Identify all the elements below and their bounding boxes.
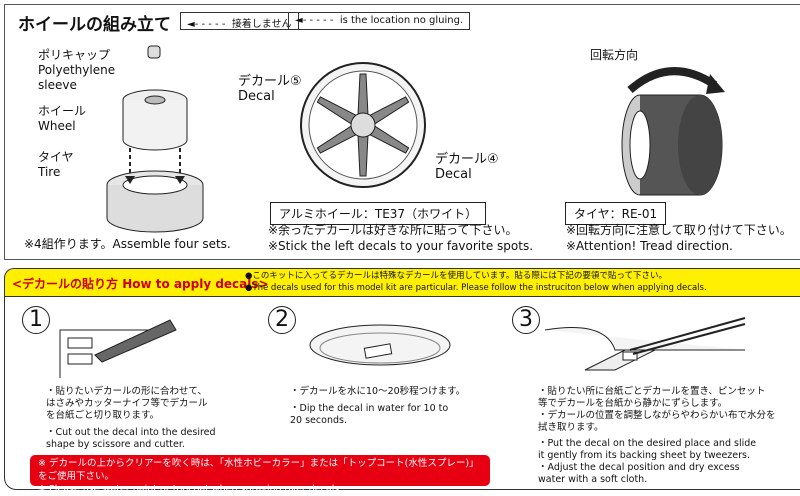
step-1-number: 1 [22,306,50,334]
no-glue-legend-en: ◄- - - - - is the location no gluing. [288,12,471,30]
wheel-assembly-section [4,4,800,260]
step-2-number: 2 [268,306,296,334]
warning-banner: ※ デカールの上からクリアーを吹く時は、「水性ホビーカラー」または「トップコート… [30,455,490,495]
step-1-text: ・貼りたいデカールの形に合わせて、はさみやカッターナイフ等でデカールを台紙ごと切… [46,386,216,450]
decal-steps-section [4,296,800,490]
te37-wheel-illustration [300,62,426,188]
legend-text: 接着しません [231,19,292,30]
dashed-arrow-icon: ◄- - - - - [295,15,334,26]
legend-text: is the location no gluing. [339,15,464,26]
rotation-arrow-icon [706,74,725,94]
wheel-exploded-illustration [106,45,204,233]
step-2-text: ・デカールを水に10～20秒程つけます。・Dip the decal in wa… [290,386,466,426]
no-glue-legend-jp: ◄- - - - - 接着しません [180,12,299,30]
wheel-spec-box: アルミホイール：TE37（ホワイト） [270,202,487,225]
decal-section-header [4,268,800,297]
tire-illustration [621,67,725,196]
rotation-label: 回転方向 [590,48,639,62]
wheel-note: ※余ったデカールは好きな所に貼って下さい。※Stick the left dec… [268,223,534,253]
assemble-note: ※4組作ります。Assemble four sets. [24,237,231,251]
section-title: ホイールの組み立て [18,15,171,35]
applying-decal-illustration [545,317,746,371]
cutting-decal-illustration [59,319,177,378]
dashed-arrow-icon: ◄- - - - - [187,19,226,30]
decal-section-note: ●このキットに入ってるデカールは特殊なデカールを使用しています。貼る際には下記の… [245,271,707,293]
tire-note: ※回転方向に注意して取り付けて下さい。※Attention! Tread dir… [566,223,792,253]
step-3-text: ・貼りたい所に台紙ごとデカールを置き、ピンセット等でデカールを台紙から静かにずら… [538,386,776,485]
decal-section-title: <デカールの貼り方 How to apply decals> [12,277,269,291]
tire-spec-box: タイヤ：RE-01 [565,202,667,225]
water-dish-illustration [309,324,451,366]
step-3-number: 3 [512,306,540,334]
